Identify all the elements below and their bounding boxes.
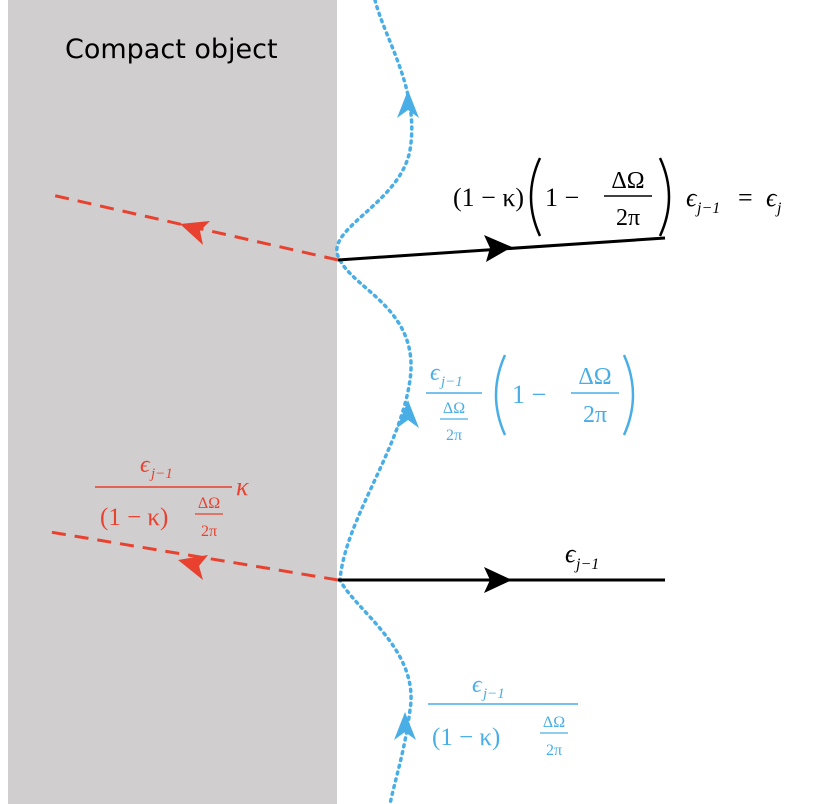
surface-trajectory: [335, 0, 414, 804]
den-num: ΔΩ: [443, 400, 465, 417]
eps-sub: j−1: [574, 556, 599, 573]
num-eps: ϵ: [472, 672, 483, 698]
surface-arrow-middle: [397, 400, 419, 428]
den-prefix: (1 − κ): [100, 504, 168, 531]
den-num: ΔΩ: [543, 714, 565, 731]
frac-num: ΔΩ: [611, 168, 644, 194]
left-paren: [494, 354, 507, 436]
compact-object-region: [8, 0, 337, 804]
one-minus-kappa: (1 − κ): [453, 183, 524, 212]
kappa: κ: [236, 472, 249, 501]
ingoing-arrow-upper: [180, 221, 210, 245]
eps-sub: j−1: [695, 200, 720, 217]
frac-den: 2π: [616, 205, 640, 231]
eps-j: ϵ: [766, 183, 778, 212]
eps: ϵ: [686, 183, 698, 212]
frac-num: ΔΩ: [578, 364, 611, 390]
outgoing-upper-label: (1 − κ) 1 − ΔΩ 2π ϵ j−1 = ϵ j: [453, 157, 782, 237]
right-paren: [658, 157, 671, 237]
ingoing-label: ϵ j−1 (1 − κ) ΔΩ 2π κ: [95, 452, 249, 540]
right-paren: [622, 354, 635, 436]
den-den: 2π: [201, 523, 217, 540]
num-sub: j−1: [439, 374, 463, 390]
outgoing-arrow-upper: [484, 235, 512, 262]
surface-middle-label: ϵ j−1 ΔΩ 2π 1 − ΔΩ 2π: [426, 354, 635, 444]
num-eps: ϵ: [430, 360, 441, 386]
compact-object-label: Compact object: [65, 34, 278, 65]
outgoing-arrow-lower: [484, 567, 512, 593]
eps-j-sub: j: [775, 200, 782, 217]
eps: ϵ: [565, 539, 577, 568]
num-sub: j−1: [481, 686, 505, 702]
frac-den: 2π: [583, 402, 607, 428]
outgoing-lower-label: ϵ j−1: [565, 539, 599, 573]
den-den: 2π: [446, 427, 462, 444]
den-num: ΔΩ: [198, 495, 220, 512]
den-prefix: (1 − κ): [432, 724, 500, 751]
num-sub: j−1: [149, 466, 173, 482]
one-minus: 1 −: [512, 380, 546, 409]
surface-arrow-bottom: [394, 712, 416, 740]
equals: =: [738, 183, 753, 212]
left-paren: [529, 157, 542, 237]
ingoing-arrow-lower: [178, 555, 208, 580]
den-den: 2π: [546, 742, 562, 759]
one-minus: 1 −: [545, 183, 579, 212]
surface-arrow-top: [397, 90, 419, 118]
num-eps: ϵ: [140, 452, 151, 478]
ingoing-ray-lower: [49, 530, 339, 582]
surface-lower-label: ϵ j−1 (1 − κ) ΔΩ 2π: [428, 672, 578, 759]
